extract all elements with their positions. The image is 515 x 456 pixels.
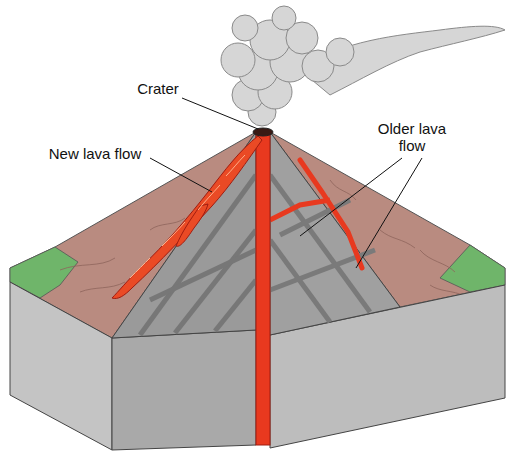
smoke-plume (221, 6, 505, 126)
lava-branch (176, 204, 208, 246)
block-cut-face (112, 330, 256, 450)
older-lava-dike (270, 200, 330, 220)
cone-section (270, 132, 400, 335)
crater-opening (253, 128, 273, 136)
part-label: New lava flow (30, 145, 160, 162)
older-lava-flow (300, 160, 362, 268)
part-label: Crater (118, 80, 198, 97)
block-face (10, 282, 112, 450)
lava-texture (130, 155, 245, 278)
magma-conduit (256, 132, 270, 445)
ground-grass (440, 245, 505, 292)
part-label: Older lava flow (372, 120, 452, 154)
